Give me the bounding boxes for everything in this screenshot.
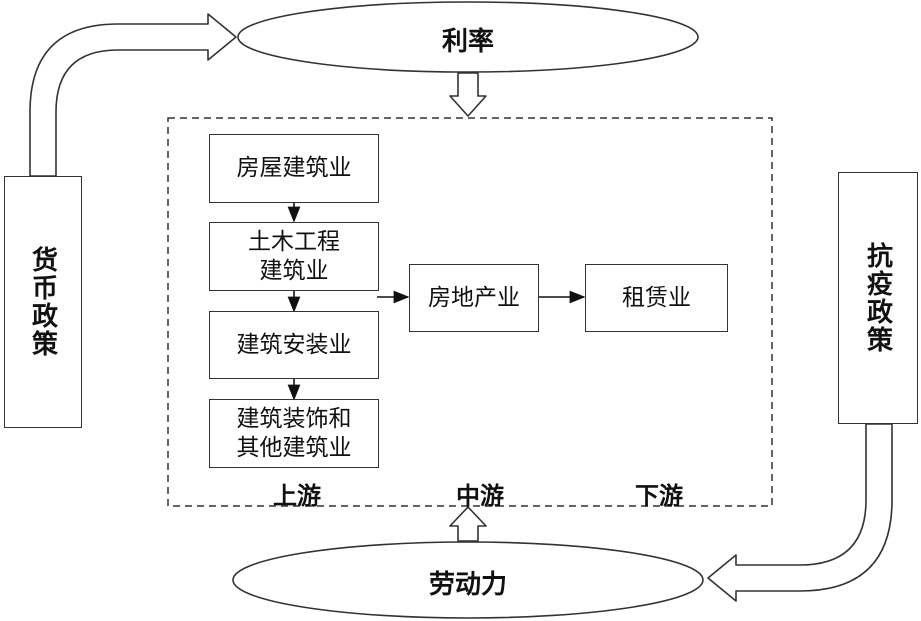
industry-chain-frame xyxy=(167,117,773,507)
interest-rate-label: 利率 xyxy=(441,27,494,57)
upstream-box-decoration: 建筑装饰和 其他建筑业 xyxy=(209,399,379,468)
epidemic-policy-box: 抗疫政策 xyxy=(838,172,918,424)
upstream-box-housing-construction: 房屋建筑业 xyxy=(209,134,379,203)
labor-label: 劳动力 xyxy=(428,570,507,600)
interest-rate-oval xyxy=(237,1,699,73)
monetary-policy-box: 货币政策 xyxy=(4,176,82,428)
labor-oval xyxy=(232,541,704,619)
stage-label-downstream: 下游 xyxy=(635,482,683,510)
epidemic-to-labor-arrow xyxy=(707,423,893,602)
monetary-to-rate-arrow xyxy=(29,13,237,177)
stage-label-upstream: 上游 xyxy=(273,482,321,510)
upstream-box-civil-engineering: 土木工程 建筑业 xyxy=(209,222,379,291)
labor-up-arrow xyxy=(449,506,487,542)
stage-label-midstream: 中游 xyxy=(456,482,504,510)
upstream-box-installation: 建筑安装业 xyxy=(209,311,379,379)
downstream-box-leasing: 租赁业 xyxy=(585,264,728,332)
midstream-box-real-estate: 房地产业 xyxy=(409,264,539,332)
rate-down-arrow xyxy=(449,72,487,117)
